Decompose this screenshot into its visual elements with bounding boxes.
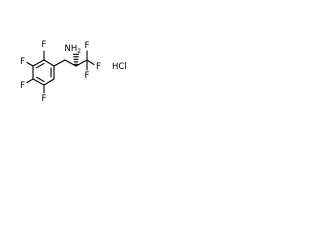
fluorine-label: F	[42, 94, 47, 104]
bond-c4-f	[26, 78, 34, 84]
bond-ch2-chiral	[64, 59, 77, 67]
bond-chiral-cf3	[75, 59, 88, 67]
ring-bond-c1-c2	[43, 59, 55, 67]
bond-cf3-f-right	[86, 59, 95, 66]
chemical-structure: F F F F NH2 F F F HCl	[20, 40, 127, 104]
ring-bond-c5-c6	[43, 78, 55, 86]
hashed-wedge-bond	[72, 53, 80, 65]
benzene-ring	[32, 59, 55, 86]
fluorine-label: F	[85, 71, 90, 81]
fluorine-label: F	[85, 41, 90, 51]
ring-bond-c2-c3	[32, 59, 45, 67]
amine-nh-text: NH	[65, 44, 78, 54]
fluorine-label: F	[20, 57, 25, 67]
fluorine-label: F	[42, 40, 47, 50]
hcl-salt-label: HCl	[112, 62, 127, 72]
ring-bond-c4-c5	[32, 78, 45, 86]
ring-double-bond-1	[35, 62, 45, 69]
fluorine-label: F	[96, 62, 101, 72]
ring-double-bond-2	[35, 76, 45, 83]
fluorine-label: F	[20, 81, 25, 91]
bond-c3-f	[26, 61, 34, 67]
amine-label: NH2	[65, 44, 82, 55]
bond-ring-ch2	[53, 59, 66, 67]
amine-subscript: 2	[77, 48, 81, 55]
